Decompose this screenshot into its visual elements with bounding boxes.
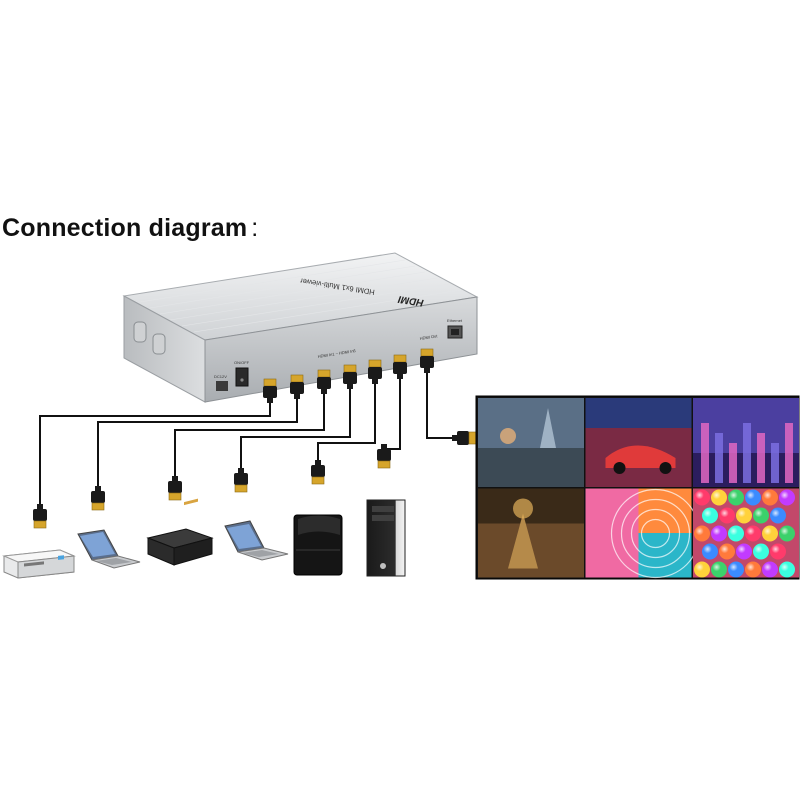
source-laptop-1 xyxy=(77,529,141,569)
title-colon: : xyxy=(251,214,259,242)
hdmi-plugs xyxy=(33,348,477,529)
hdmi-cable-4 xyxy=(240,389,351,468)
display-tiles xyxy=(478,398,799,579)
hdmi-output-cable xyxy=(426,373,452,439)
hdmi-cable-1 xyxy=(39,403,271,504)
power-port-label: DC12V xyxy=(214,374,227,379)
hdmi-logo: HDMI xyxy=(397,293,424,308)
hdmi-source-plug-2[interactable] xyxy=(91,486,105,511)
hdmi-source-plug-6[interactable] xyxy=(377,444,391,469)
power-switch[interactable] xyxy=(235,367,249,387)
source-desktop-pc xyxy=(366,499,406,577)
hdmi-source-plug-3[interactable] xyxy=(168,476,182,501)
hdmi-input-plug-3[interactable] xyxy=(317,369,331,394)
tile-fantasy-village xyxy=(478,488,584,578)
tile-neon-city xyxy=(693,398,799,487)
power-dc-port[interactable] xyxy=(216,381,228,391)
hdmi-output-plug[interactable] xyxy=(420,348,434,373)
hdmi-inputs-label: HDMI In1 ~ HDMI In6 xyxy=(317,348,356,359)
source-set-top-box xyxy=(146,498,214,566)
hdmi-input-plug-1[interactable] xyxy=(263,378,277,403)
source-laptop-2 xyxy=(224,520,289,561)
tile-colorful-arcs xyxy=(585,488,701,579)
hdmi-source-plug-5[interactable] xyxy=(311,460,325,485)
tile-red-sports-car xyxy=(585,398,692,487)
hdmi-input-plug-5[interactable] xyxy=(368,359,382,384)
source-game-console xyxy=(293,514,343,576)
multiview-display xyxy=(475,395,800,580)
multiviewer-device: HDMI HDMI 6x1 Multi-viewer DC12V ON/OFF … xyxy=(122,252,479,403)
power-switch-label: ON/OFF xyxy=(234,360,250,365)
hdmi-cable-5 xyxy=(317,384,376,460)
tile-game-scene-archer xyxy=(478,398,584,487)
ethernet-port-label: Ethernet xyxy=(447,318,463,323)
mount-slot-left-1 xyxy=(133,321,147,343)
hdmi-source-plug-1[interactable] xyxy=(33,504,47,529)
hdmi-cable-3 xyxy=(174,394,325,476)
hdmi-output-label: HDMI Out xyxy=(419,333,438,341)
hdmi-input-plug-2[interactable] xyxy=(290,374,304,399)
source-dvd-player xyxy=(2,549,76,579)
device-brushed-texture xyxy=(139,259,462,333)
hdmi-cable-6 xyxy=(383,379,401,450)
mount-slot-left-2 xyxy=(152,333,166,355)
title-heading: Connection diagram: xyxy=(2,214,258,243)
tile-candy-balls xyxy=(693,488,799,578)
title-text: Connection diagram xyxy=(2,214,248,242)
hdmi-input-plug-6[interactable] xyxy=(393,354,407,379)
hdmi-cable-2 xyxy=(97,399,298,486)
device-front-face xyxy=(204,296,478,403)
hdmi-input-plug-4[interactable] xyxy=(343,364,357,389)
hdmi-cables xyxy=(39,373,452,504)
hdmi-display-plug[interactable] xyxy=(452,431,477,445)
device-brand: HDMI xyxy=(397,293,424,308)
hdmi-source-plug-4[interactable] xyxy=(234,468,248,493)
